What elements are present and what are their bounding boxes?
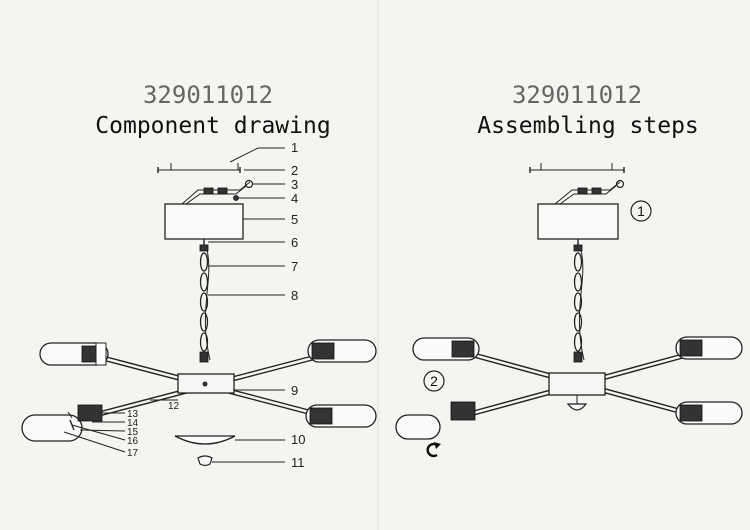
chain bbox=[199, 239, 211, 363]
lamp-upper-right bbox=[307, 339, 377, 363]
canopy bbox=[164, 203, 244, 240]
component-drawing-panel: 329011012 Component drawing bbox=[21, 81, 377, 470]
lamp-upper-right bbox=[675, 336, 743, 360]
callout-17: 17 bbox=[127, 448, 139, 459]
leader-lines bbox=[63, 147, 285, 463]
step-2-number: 2 bbox=[430, 373, 438, 389]
terminal-block bbox=[554, 179, 625, 205]
lamp-detached bbox=[395, 414, 441, 440]
callout-8: 8 bbox=[291, 288, 298, 303]
callout-4: 4 bbox=[291, 191, 298, 206]
socket-lower-left bbox=[450, 401, 476, 421]
callout-10: 10 bbox=[291, 432, 305, 447]
finial bbox=[566, 403, 588, 411]
callout-5: 5 bbox=[291, 212, 298, 227]
bottom-cup bbox=[174, 435, 236, 445]
panel-title: Assembling steps bbox=[477, 113, 699, 139]
callout-6: 6 bbox=[291, 235, 298, 250]
model-number: 329011012 bbox=[512, 81, 642, 109]
callout-11: 11 bbox=[291, 455, 305, 470]
mounting-bar bbox=[157, 163, 241, 173]
callout-3: 3 bbox=[291, 177, 298, 192]
panel-title: Component drawing bbox=[95, 113, 330, 139]
callout-12: 12 bbox=[168, 401, 180, 412]
center-plate bbox=[548, 372, 606, 396]
callout-7: 7 bbox=[291, 259, 298, 274]
callout-labels: 1 2 3 4 5 6 7 8 9 10 11 12 13 14 15 16 1… bbox=[127, 140, 305, 470]
finial bbox=[197, 455, 213, 467]
callout-16: 16 bbox=[127, 436, 139, 447]
model-number: 329011012 bbox=[143, 81, 273, 109]
canopy bbox=[537, 203, 619, 240]
rotate-arrow-icon bbox=[426, 442, 441, 458]
mounting-bar bbox=[529, 163, 625, 173]
terminal-block bbox=[181, 179, 254, 205]
callout-1: 1 bbox=[291, 140, 298, 155]
step-1-marker: 1 bbox=[630, 200, 652, 222]
lamp-lower-right bbox=[675, 401, 743, 425]
step-2-marker: 2 bbox=[423, 370, 445, 392]
lamp-lower-right bbox=[305, 404, 377, 428]
assembling-steps-panel: 329011012 Assembling steps 1 bbox=[395, 81, 743, 458]
callout-9: 9 bbox=[291, 383, 298, 398]
lamp-upper-left bbox=[412, 337, 480, 361]
callout-14: 14 bbox=[127, 418, 139, 429]
callout-15: 15 bbox=[127, 427, 139, 438]
lamp-detached bbox=[21, 404, 103, 442]
lamp-upper-left bbox=[39, 342, 109, 366]
callout-2: 2 bbox=[291, 163, 298, 178]
callout-13: 13 bbox=[127, 409, 139, 420]
step-1-number: 1 bbox=[637, 203, 645, 219]
chain bbox=[573, 239, 585, 363]
